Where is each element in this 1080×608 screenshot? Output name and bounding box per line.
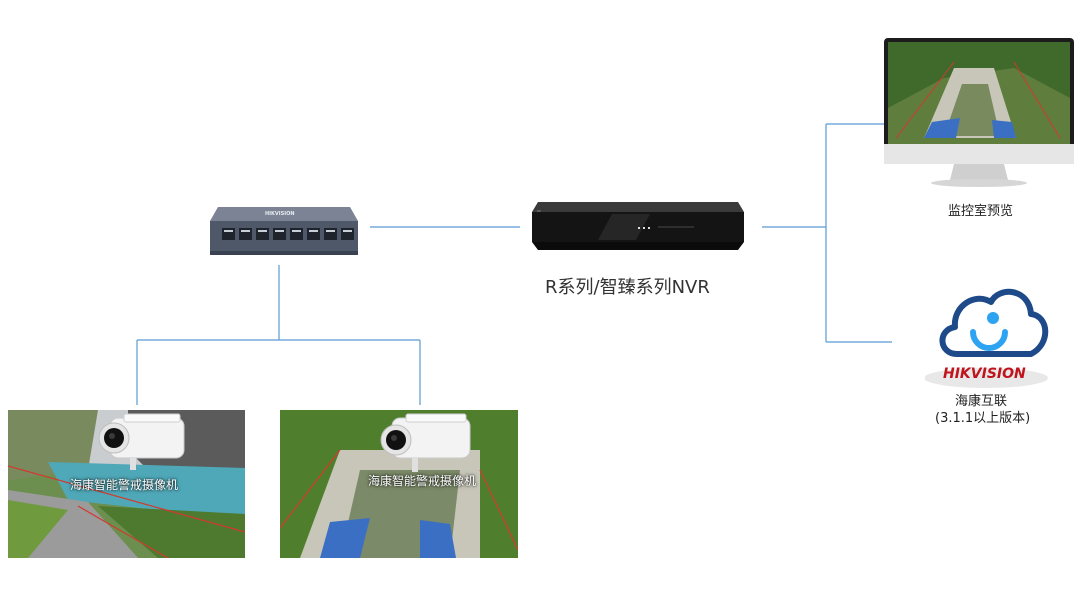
camera-left-label: 海康智能警戒摄像机 (70, 478, 179, 492)
nvr-device: ▭ (532, 200, 746, 252)
cloud-icon (925, 288, 1049, 388)
nvr-label: R系列/智臻系列NVR (545, 277, 710, 298)
camera-right-label: 海康智能警戒摄像机 (368, 474, 477, 488)
monitor (884, 38, 1080, 190)
camera-scene-right: 海康智能警戒摄像机 (280, 410, 518, 558)
camera-scene-left: 海康智能警戒摄像机 (8, 410, 245, 558)
monitor-label: 监控室预览 (948, 204, 1014, 219)
app-version: (3.1.1以上版本) (935, 411, 1031, 426)
camera-right (378, 412, 474, 474)
network-switch: HIKVISION (210, 205, 360, 257)
app-name: 海康互联 (955, 394, 1008, 409)
camera-left (96, 412, 188, 472)
nvr-brand-mark: ▭ (537, 208, 541, 213)
cloud-app: HIKVISION (925, 280, 1051, 390)
app-brand: HIKVISION (943, 366, 1026, 382)
switch-brand: HIKVISION (265, 211, 295, 217)
